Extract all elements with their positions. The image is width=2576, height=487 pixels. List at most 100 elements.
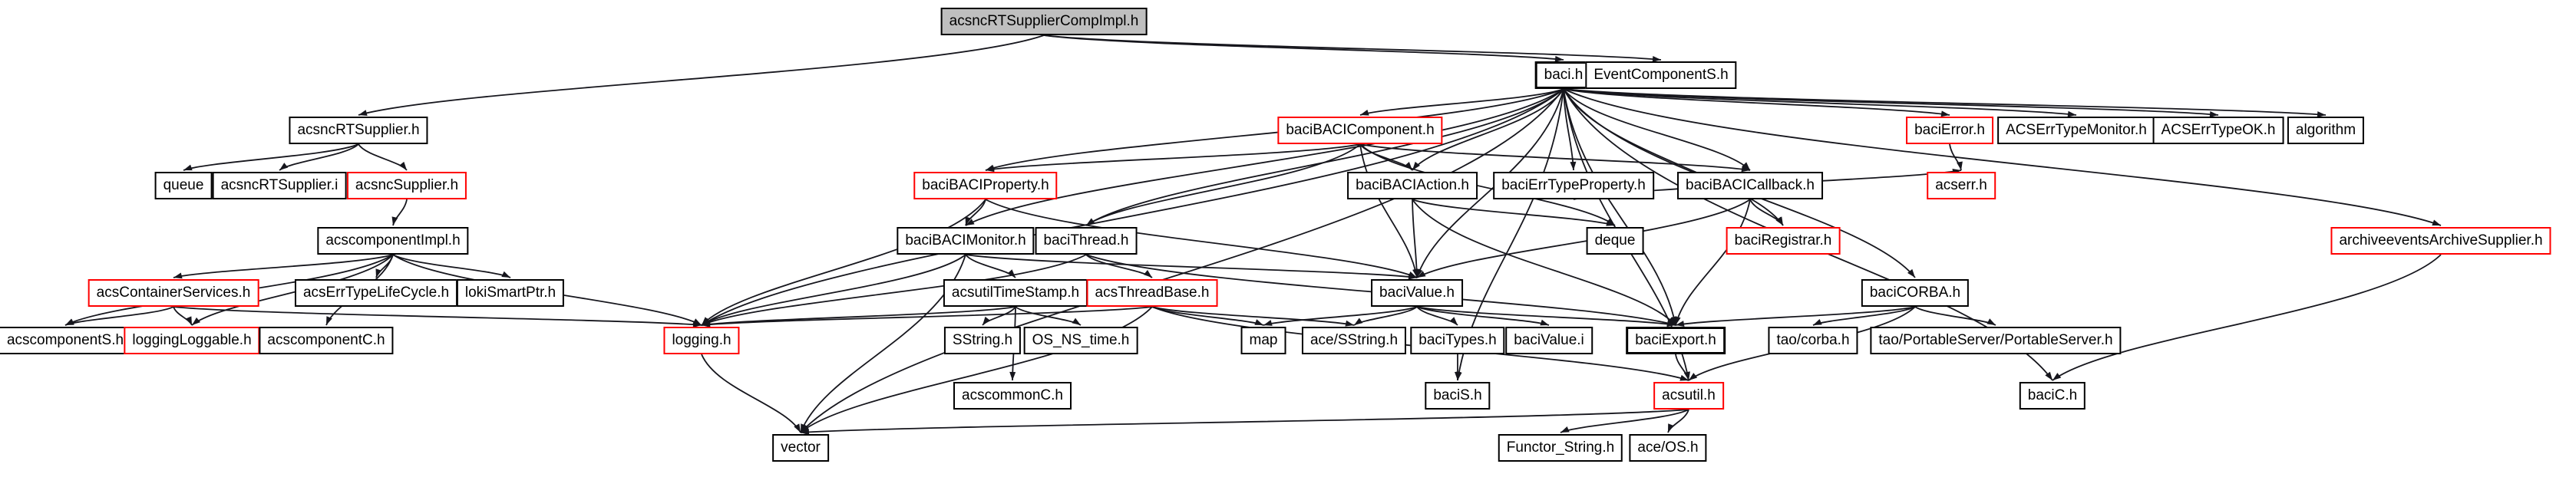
include-edge-n1-n4 [358, 35, 1045, 116]
graph-node-bacithread-h[interactable]: baciThread.h [1035, 227, 1138, 255]
include-edge-n24-n32 [173, 306, 193, 326]
include-edge-n28-n34 [701, 306, 1153, 327]
include-edge-n5-n21 [1359, 143, 1616, 226]
include-edge-n2-n14 [1412, 88, 1564, 171]
include-edge-n2-n19 [965, 88, 1564, 226]
graph-node-bacibacicallback-h[interactable]: baciBACICallback.h [1677, 172, 1823, 199]
include-edge-n27-n34 [701, 306, 1016, 327]
graph-node-baciexport-h[interactable]: baciExport.h [1626, 327, 1726, 354]
include-edge-n2-n22 [1563, 88, 1784, 226]
include-edge-n27-n36 [1015, 306, 1082, 326]
graph-node-acsutiltimestamp-h[interactable]: acsutilTimeStamp.h [943, 279, 1088, 307]
include-edge-n16-n29 [1416, 199, 1751, 278]
graph-node-bacibaciproperty-h[interactable]: baciBACIProperty.h [913, 172, 1058, 199]
graph-node-queue[interactable]: queue [154, 172, 213, 199]
graph-node-bacierrtypeproperty-h[interactable]: baciErrTypeProperty.h [1493, 172, 1654, 199]
graph-node-eventcomponents-h[interactable]: EventComponentS.h [1585, 61, 1737, 89]
include-edge-n29-n39 [1416, 306, 1458, 326]
include-edge-n2-n7 [1563, 88, 2077, 117]
graph-node-lokismartptr-h[interactable]: lokiSmartPtr.h [456, 279, 565, 307]
graph-node-ace-os-h[interactable]: ace/OS.h [1629, 434, 1707, 462]
graph-node-functor-string-h[interactable]: Functor_String.h [1498, 434, 1623, 462]
include-edge-n5-n29 [1359, 143, 1418, 278]
include-edge-n2-n34 [701, 88, 1564, 326]
include-edge-n34-n48 [701, 354, 801, 433]
include-edge-n2-n6 [1563, 88, 1950, 117]
include-edge-n18-n26 [392, 254, 511, 278]
graph-node-bacivalue-i[interactable]: baciValue.i [1505, 327, 1593, 354]
graph-node-acscommonc-h[interactable]: acscommonC.h [953, 382, 1072, 410]
graph-node-acserrtypeok-h[interactable]: ACSErrTypeOK.h [2152, 117, 2284, 144]
include-edge-n2-n41 [1563, 88, 1677, 326]
include-edge-n41-n46 [1675, 354, 1690, 381]
graph-node-ace-sstring-h[interactable]: ace/SString.h [1301, 327, 1407, 354]
include-edge-n28-n38 [1151, 306, 1355, 327]
graph-node-deque[interactable]: deque [1586, 227, 1644, 255]
graph-node-acscomponents-h[interactable]: acscomponentS.h [0, 327, 133, 354]
graph-node-vector[interactable]: vector [772, 434, 829, 462]
include-edge-n24-n34 [173, 306, 702, 328]
graph-node-os-ns-time-h[interactable]: OS_NS_time.h [1023, 327, 1138, 354]
graph-node-map[interactable]: map [1240, 327, 1286, 354]
include-edge-n30-n42 [1812, 306, 1916, 326]
include-edge-n6-n17 [1949, 143, 1963, 171]
include-edge-n28-n48 [800, 306, 1153, 433]
graph-node-logging-h[interactable]: logging.h [663, 327, 740, 354]
graph-node-sstring-h[interactable]: SString.h [943, 327, 1022, 354]
include-edge-n2-n29 [1416, 88, 1564, 278]
include-edge-n23-n47 [2052, 254, 2442, 381]
graph-node-loggingloggable-h[interactable]: loggingLoggable.h [124, 327, 260, 354]
graph-node-acscontainerservices-h[interactable]: acsContainerServices.h [88, 279, 259, 307]
include-edge-n16-n22 [1749, 199, 1784, 226]
graph-node-baciregistrar-h[interactable]: baciRegistrar.h [1726, 227, 1841, 255]
include-edge-n13-n19 [965, 199, 986, 226]
graph-node-acsncsupplier-h[interactable]: acsncSupplier.h [346, 172, 467, 199]
graph-node-acsncrtsupplier-h[interactable]: acsncRTSupplier.h [289, 117, 428, 144]
graph-node-bacicorba-h[interactable]: baciCORBA.h [1861, 279, 1970, 307]
include-edge-n2-n15 [1563, 88, 1577, 171]
include-edge-n29-n40 [1416, 306, 1550, 326]
include-edge-n12-n18 [391, 199, 408, 226]
include-edge-n46-n48 [800, 409, 1689, 436]
include-edge-n46-n50 [1667, 409, 1689, 433]
include-edge-n14-n41 [1412, 199, 1676, 326]
graph-node-bacibacicomponent-h[interactable]: baciBACIComponent.h [1277, 117, 1443, 144]
include-edge-n1-n3 [1043, 35, 1662, 62]
graph-node-bacivalue-h[interactable]: baciValue.h [1371, 279, 1463, 307]
graph-node-bacis-h[interactable]: baciS.h [1425, 382, 1491, 410]
include-edge-n14-n21 [1412, 199, 1616, 226]
graph-node-acscomponentimpl-h[interactable]: acscomponentImpl.h [317, 227, 469, 255]
graph-node-archiveeventsarchivesupplier-h[interactable]: archiveeventsArchiveSupplier.h [2330, 227, 2551, 255]
graph-node-acsncrtsupplier-i[interactable]: acsncRTSupplier.i [212, 172, 347, 199]
graph-node-baci-h[interactable]: baci.h [1534, 61, 1593, 89]
include-edge-n20-n28 [1085, 254, 1153, 278]
include-edge-n20-n34 [701, 254, 1087, 326]
graph-node-bacierror-h[interactable]: baciError.h [1906, 117, 1993, 144]
graph-node-bacic-h[interactable]: baciC.h [2019, 382, 2086, 410]
graph-node-acsutil-h[interactable]: acsutil.h [1653, 382, 1724, 410]
graph-node-bacibaciaction-h[interactable]: baciBACIAction.h [1347, 172, 1478, 199]
graph-node-bacitypes-h[interactable]: baciTypes.h [1410, 327, 1505, 354]
graph-node-acscomponentc-h[interactable]: acscomponentC.h [259, 327, 394, 354]
graph-node-tao-portableserver-portableserver-h[interactable]: tao/PortableServer/PortableServer.h [1870, 327, 2122, 354]
graph-node-algorithm[interactable]: algorithm [2287, 117, 2365, 144]
include-edge-n4-n11 [279, 143, 359, 171]
graph-node-acserr-h[interactable]: acserr.h [1927, 172, 1996, 199]
graph-node-acsthreadbase-h[interactable]: acsThreadBase.h [1086, 279, 1218, 307]
include-edge-n13-n29 [985, 199, 1418, 278]
include-edge-n4-n12 [358, 143, 408, 171]
include-edge-n2-n48 [800, 88, 1564, 433]
include-edge-n16-n41 [1674, 199, 1751, 326]
include-edge-n24-n31 [64, 306, 174, 326]
include-edge-n13-n34 [701, 199, 986, 326]
graph-node-tao-corba-h[interactable]: tao/corba.h [1768, 327, 1858, 354]
graph-node-acserrtypelifecycle-h[interactable]: acsErrTypeLifeCycle.h [294, 279, 458, 307]
include-edge-n2-n16 [1563, 88, 1751, 171]
graph-node-acserrtypemonitor-h[interactable]: ACSErrTypeMonitor.h [1997, 117, 2155, 144]
include-edge-n2-n5 [1359, 88, 1564, 116]
include-edge-n46-n49 [1560, 409, 1689, 433]
graph-node-bacibacimonitor-h[interactable]: baciBACIMonitor.h [897, 227, 1035, 255]
include-edge-n2-n23 [1563, 88, 2442, 226]
include-edge-n5-n20 [1085, 143, 1361, 226]
